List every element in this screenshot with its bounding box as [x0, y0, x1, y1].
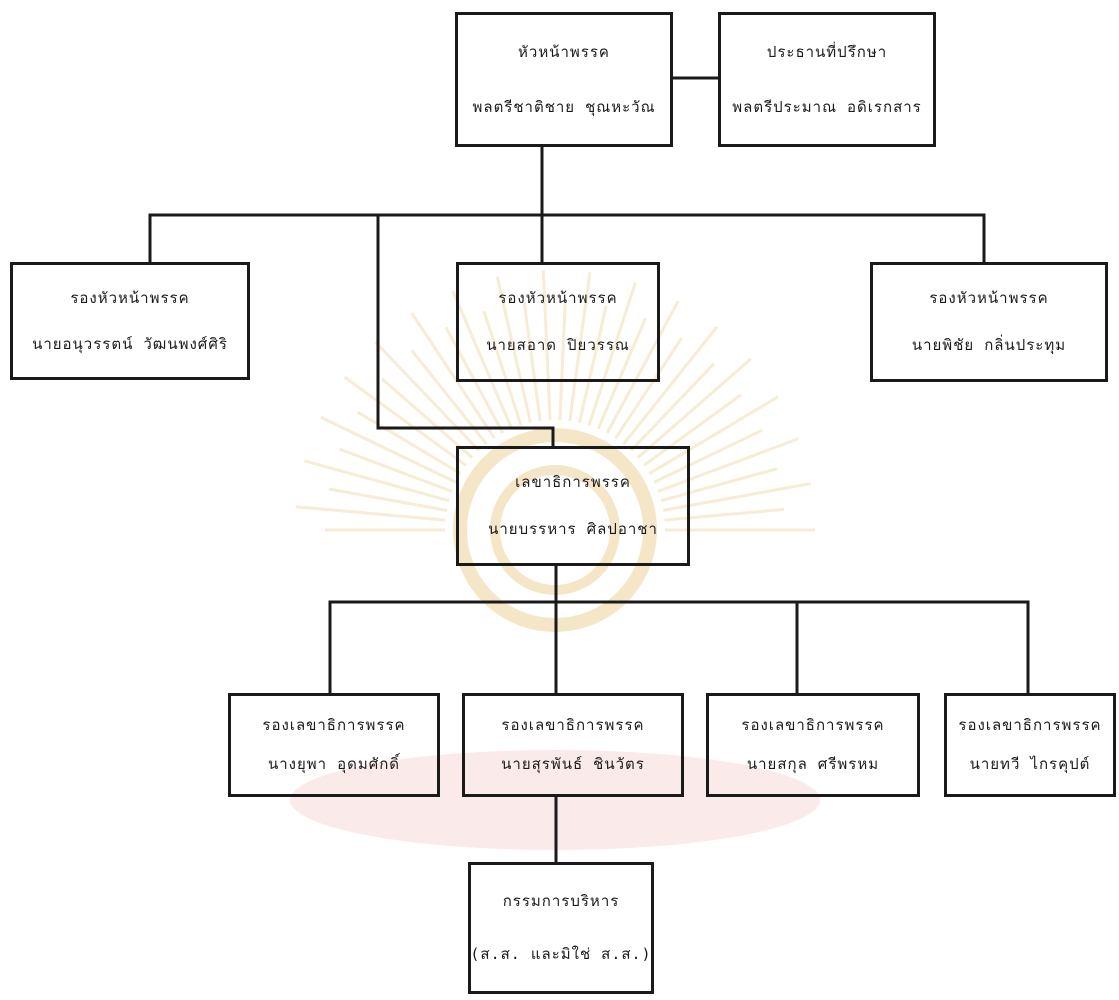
- watermark-ray: [320, 415, 457, 484]
- deputy-secretary-2-title: รองเลขาธิการพรรค: [501, 716, 645, 735]
- watermark-ray: [648, 395, 779, 475]
- executive-committee-subtitle: (ส.ส. และมิใช่ ส.ส.): [470, 945, 652, 964]
- watermark-ray: [380, 377, 474, 459]
- deputy-leader-2-title: รองหัวหน้าพรรค: [498, 289, 618, 308]
- deputy-secretary-3-name: นายสกุล ศรีพรหม: [746, 755, 880, 774]
- watermark-ray: [614, 337, 683, 440]
- deputy-leader-3-name: นายพิชัย กลิ่นประทุม: [911, 336, 1067, 355]
- watermark-ray: [410, 312, 496, 440]
- watermark-ray: [295, 505, 446, 522]
- deputy-leader-1-title: รองหัวหน้าพรรค: [70, 288, 190, 307]
- watermark-ray: [636, 357, 752, 459]
- watermark-ray: [643, 393, 742, 467]
- deputy-secretary-4-title: รองเลขาธิการพรรค: [958, 716, 1102, 735]
- watermark-ray: [657, 437, 799, 493]
- advisor-name: พลตรีประมาณ อดิเรกสาร: [732, 97, 922, 116]
- advisor-title: ประธานที่ปรึกษา: [766, 43, 888, 61]
- deputy-leader-box-3: รองหัวหน้าพรรค นายพิชัย กลิ่นประทุม: [870, 262, 1108, 382]
- deputy-leader-3-title: รองหัวหน้าพรรค: [929, 289, 1049, 308]
- deputy-secretary-box-4: รองเลขาธิการพรรค นายทวี ไกรคุปต์: [944, 693, 1116, 797]
- watermark-ray: [339, 447, 453, 493]
- executive-committee-title: กรรมการบริหาร: [502, 892, 620, 911]
- watermark-ray: [495, 276, 532, 424]
- executive-committee-box: กรรมการบริหาร (ส.ส. และมิใช่ ส.ส.): [468, 862, 654, 994]
- watermark-ray: [596, 317, 647, 430]
- leader-title: หัวหน้าพรรค: [518, 43, 610, 61]
- watermark-ray: [356, 410, 462, 475]
- leader-box: หัวหน้าพรรค พลตรีชาติชาย ชุณหะวัณ: [455, 12, 673, 147]
- watermark-ray: [328, 487, 448, 512]
- deputy-leader-1-name: นายอนุวรรตน์ วัฒนพงศ์ศิริ: [32, 334, 228, 353]
- watermark-ray: [653, 428, 763, 484]
- watermark-ray: [558, 300, 567, 421]
- secretary-general-box: เลขาธิการพรรค นายบรรหาร ศิลปอาชา: [456, 446, 690, 566]
- secretary-general-name: นายบรรหาร ศิลปอาชา: [488, 520, 658, 539]
- watermark-ray: [605, 300, 680, 434]
- watermark-ray: [482, 310, 523, 426]
- deputy-secretary-4-name: นายทวี ไกรคุปต์: [969, 755, 1091, 774]
- watermark-ray: [664, 507, 785, 522]
- secretary-general-title: เลขาธิการพรรค: [515, 473, 631, 492]
- deputy-leader-box-2: รองหัวหน้าพรรค นายสอาด ปิยวรรณ: [456, 262, 660, 382]
- deputy-secretary-1-name: นางยุพา อุดมศักดิ์: [267, 755, 401, 774]
- watermark-ray: [303, 459, 450, 503]
- watermark-ray: [587, 282, 637, 426]
- advisor-box: ประธานที่ปรึกษา พลตรีประมาณ อดิเรกสาร: [718, 12, 936, 147]
- deputy-secretary-2-name: นายสุรพันธ์ ชินวัตร: [501, 755, 645, 774]
- deputy-secretary-box-3: รองเลขาธิการพรรค นายสกุล ศรีพรหม: [706, 693, 920, 797]
- deputy-secretary-3-title: รองเลขาธิการพรรค: [741, 716, 885, 735]
- deputy-secretary-box-1: รองเลขาธิการพรรค นางยุพา อุดมศักดิ์: [228, 693, 440, 797]
- leader-name: พลตรีชาติชาย ชุณหะวัณ: [472, 97, 656, 116]
- watermark-ray: [660, 467, 778, 503]
- deputy-leader-2-name: นายสอาด ปิยวรรณ: [486, 336, 630, 355]
- watermark-ray: [374, 341, 481, 452]
- deputy-leader-box-1: รองหัวหน้าพรรค นายอนุวรรตน์ วัฒนพงศ์ศิริ: [10, 262, 250, 380]
- watermark-ray: [522, 301, 542, 422]
- watermark-ray: [343, 375, 467, 467]
- connectors: [148, 76, 1030, 864]
- watermark-ray: [568, 272, 592, 422]
- deputy-secretary-1-title: รองเลขาธิการพรรค: [262, 716, 406, 735]
- watermark-ray: [541, 270, 552, 421]
- watermark-ray: [451, 290, 514, 430]
- watermark-ray: [578, 305, 608, 424]
- watermark-ray: [622, 325, 719, 445]
- watermark-ray: [629, 362, 716, 452]
- deputy-secretary-box-2: รองเลขาธิการพรรค นายสุรพันธ์ ชินวัตร: [462, 693, 684, 797]
